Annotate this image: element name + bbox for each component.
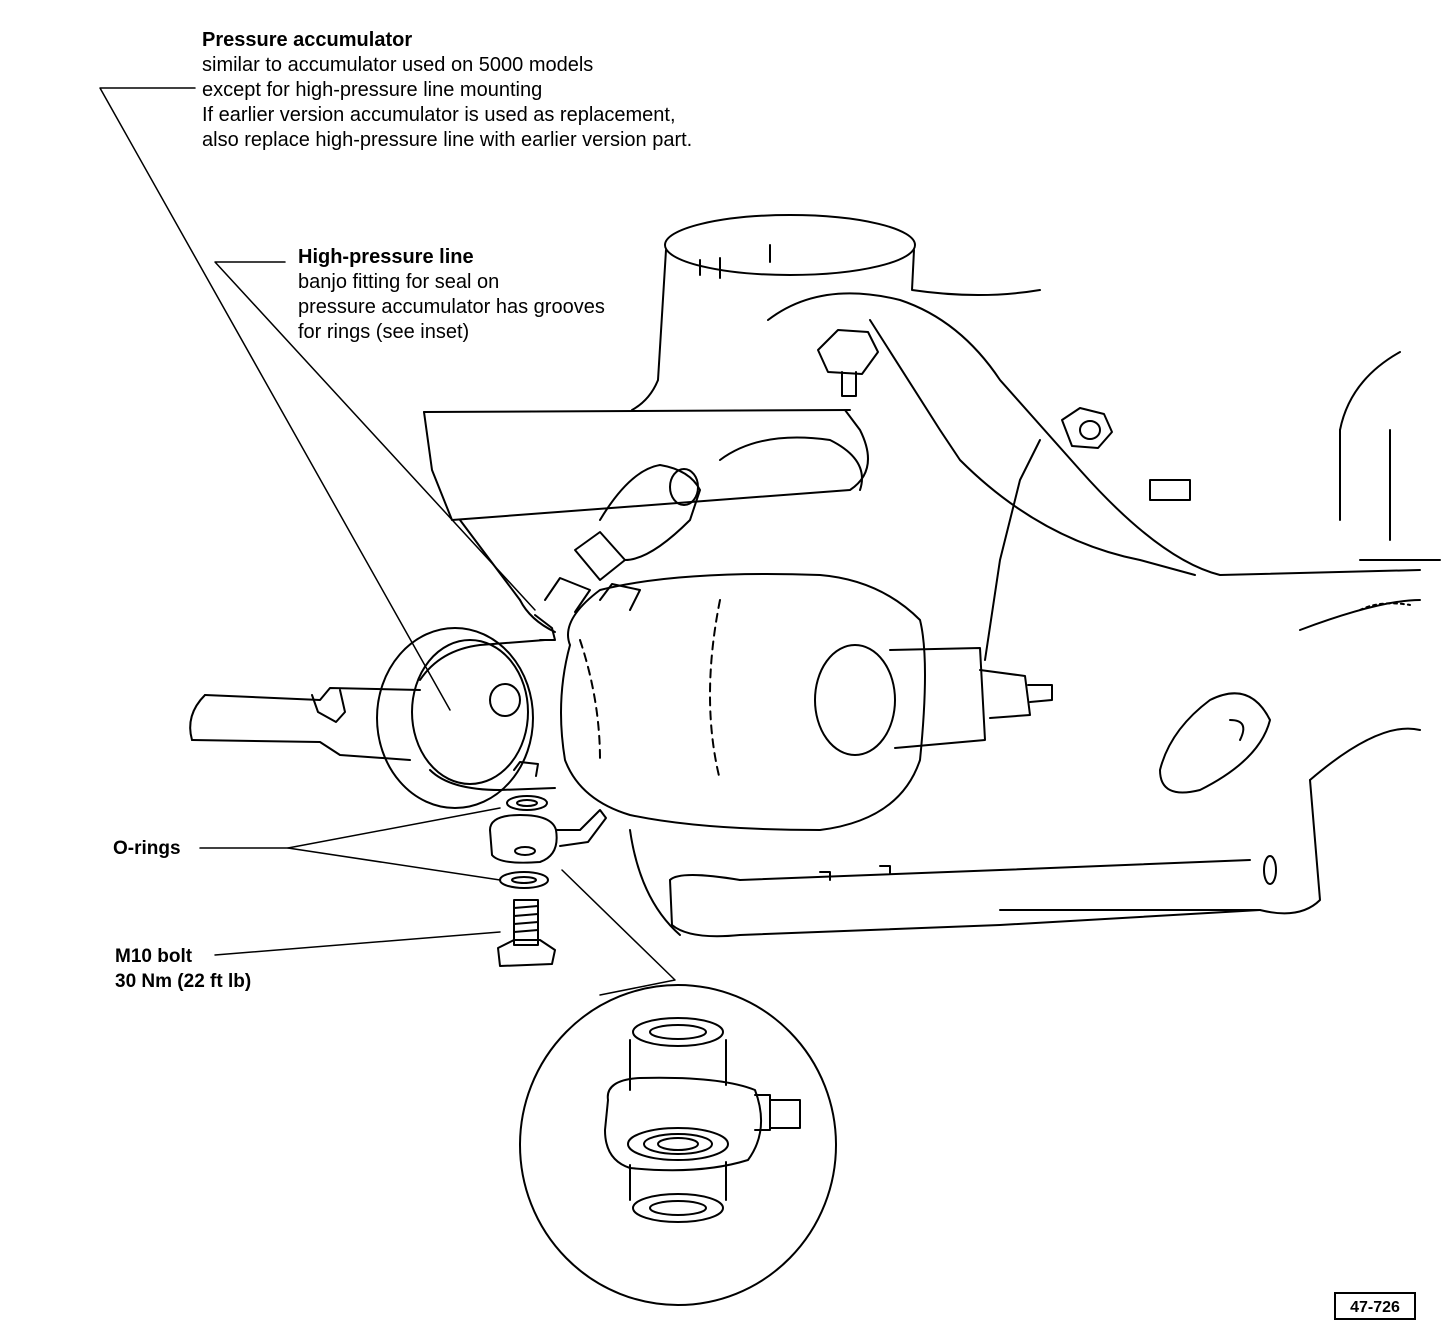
high-pressure-line-line-2: pressure accumulator has grooves (298, 296, 605, 318)
bolt-label: M10 bolt 30 Nm (22 ft lb) (115, 944, 251, 994)
bolt-label-line-2: 30 Nm (22 ft lb) (115, 971, 252, 992)
high-pressure-line-assembly (519, 464, 701, 641)
accumulator-mounting-ring (376, 627, 556, 809)
high-pressure-line-line-1: banjo fitting for seal on (298, 271, 500, 293)
frame-nuts (817, 329, 1113, 449)
pressure-accumulator-line-2: except for high-pressure line mounting (202, 79, 543, 101)
high-pressure-line-line-3: for rings (see inset) (298, 321, 470, 343)
bolt-label-line-1: M10 bolt (115, 946, 193, 967)
pressure-accumulator-label: Pressure accumulator similar to accumula… (202, 28, 692, 153)
pressure-accumulator (560, 573, 1053, 831)
banjo-fitting-stack (489, 761, 607, 967)
return-hose (189, 687, 421, 761)
inset-detail (519, 984, 837, 1306)
high-pressure-line-label: High-pressure line banjo fitting for sea… (298, 245, 605, 345)
pressure-accumulator-line-3: If earlier version accumulator is used a… (202, 104, 676, 126)
high-pressure-line-title: High-pressure line (298, 246, 474, 268)
strut-tower-frame (423, 214, 1441, 938)
pressure-accumulator-line-1: similar to accumulator used on 5000 mode… (202, 54, 594, 76)
pressure-accumulator-line-4: also replace high-pressure line with ear… (202, 129, 693, 151)
pressure-accumulator-title: Pressure accumulator (202, 29, 413, 51)
figure-number: 47-726 (1334, 1292, 1416, 1320)
leader-lines (99, 87, 676, 996)
o-rings-label: O-rings (113, 838, 181, 859)
